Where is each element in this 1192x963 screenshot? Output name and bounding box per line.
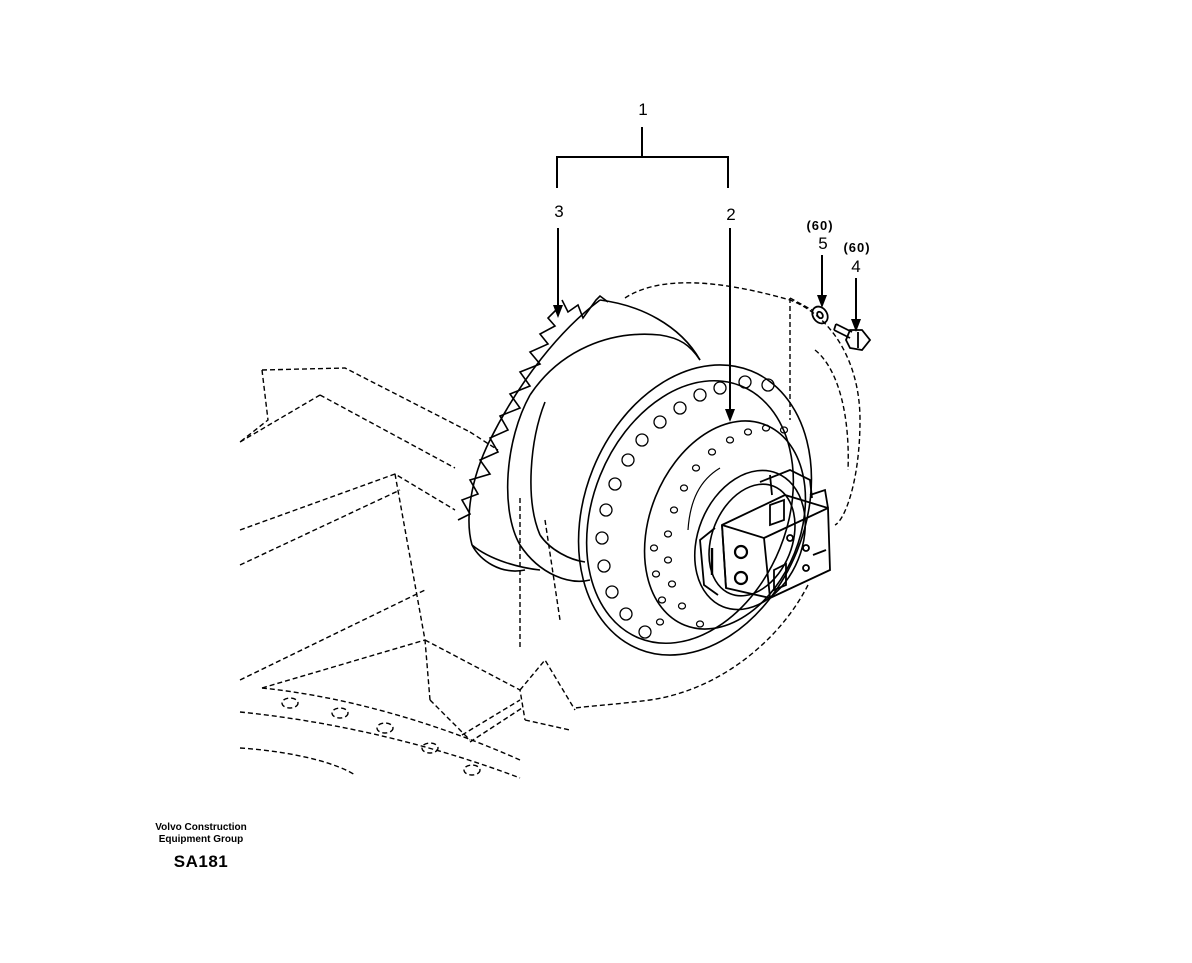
bolt-item-4 — [833, 323, 872, 351]
bracket-item-1 — [556, 127, 729, 188]
quantity-item-4: (60) — [843, 240, 871, 255]
valve-block — [699, 469, 831, 599]
washer-item-5 — [811, 305, 829, 325]
callout-number-1: 1 — [638, 100, 648, 119]
callout-number-3: 3 — [554, 202, 564, 221]
arrowheads — [553, 295, 861, 422]
quantity-item-5: (60) — [806, 218, 834, 233]
publisher-footer: Volvo Construction Equipment Group SA181 — [130, 822, 272, 872]
callout-number-4: 4 — [851, 257, 861, 276]
callout-number-5: 5 — [818, 234, 828, 253]
travel-motor-assembly — [457, 294, 831, 656]
plate-bolt-holes — [649, 424, 789, 628]
ring-gear-teeth — [457, 294, 609, 521]
org-name-line-2: Equipment Group — [158, 834, 244, 845]
sheet-code: SA181 — [173, 852, 229, 871]
dashed-context-outline — [239, 282, 861, 779]
flange-bolt-lobes — [595, 375, 775, 639]
motor-hub — [693, 469, 807, 611]
scalloped-flange — [577, 364, 813, 656]
callout-leaders — [556, 127, 857, 412]
ring-gear-outer — [468, 299, 601, 546]
reduction-drum — [599, 299, 701, 361]
org-name-line-1: Volvo Construction — [155, 822, 247, 833]
callout-number-2: 2 — [726, 205, 736, 224]
